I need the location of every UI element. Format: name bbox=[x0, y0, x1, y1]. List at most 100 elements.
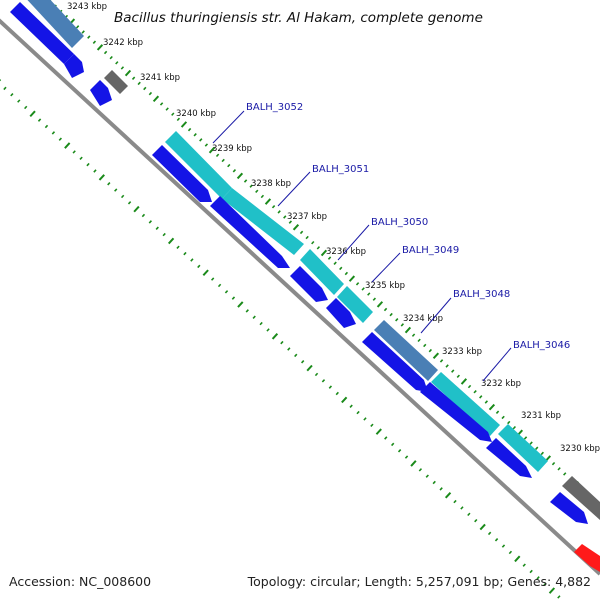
tick-mark bbox=[311, 240, 315, 245]
tick-mark bbox=[176, 117, 181, 122]
tick-mark bbox=[356, 410, 360, 415]
tick-mark bbox=[288, 220, 293, 224]
tick-mark bbox=[243, 179, 248, 183]
feature-bar-3243[interactable] bbox=[20, 0, 84, 48]
cds-arrow-4[interactable] bbox=[152, 145, 212, 202]
feature-bar-gray-3241[interactable] bbox=[104, 70, 128, 94]
feature-bar-3050[interactable] bbox=[300, 249, 344, 295]
tick-label: 3234 kbp bbox=[403, 314, 443, 324]
tick-mark bbox=[165, 107, 169, 111]
tick-mark bbox=[86, 162, 90, 167]
tick-mark bbox=[137, 81, 141, 86]
tick-label: 3237 kbp bbox=[287, 212, 327, 222]
tick-mark bbox=[439, 487, 443, 491]
feature-bar-3046[interactable] bbox=[498, 424, 548, 472]
tick-mark bbox=[536, 576, 540, 580]
tick-mark bbox=[227, 163, 231, 168]
tick-label: 3235 kbp bbox=[365, 281, 405, 291]
tick-mark bbox=[171, 112, 175, 116]
tick-mark bbox=[389, 312, 393, 317]
tick-mark bbox=[120, 194, 125, 199]
tick-mark bbox=[143, 86, 147, 91]
tick-mark bbox=[115, 61, 119, 65]
tick-mark bbox=[487, 531, 492, 536]
tick-mark bbox=[180, 121, 188, 128]
tick-mark bbox=[529, 441, 533, 445]
tick-label: 3239 kbp bbox=[212, 144, 252, 154]
tick-mark bbox=[152, 95, 160, 103]
tick-mark bbox=[432, 352, 440, 360]
tick-mark bbox=[271, 333, 279, 340]
tick-mark bbox=[418, 468, 423, 472]
cds-arrow-2[interactable] bbox=[64, 54, 84, 78]
tick-mark bbox=[523, 436, 528, 440]
tick-mark bbox=[29, 110, 36, 118]
feature-bar-3047[interactable] bbox=[431, 372, 500, 436]
feature-bar-3051[interactable] bbox=[222, 188, 304, 255]
tick-mark bbox=[535, 446, 539, 450]
tick-mark bbox=[400, 323, 405, 327]
tick-mark bbox=[148, 91, 153, 96]
tick-mark bbox=[124, 69, 132, 77]
tick-mark bbox=[264, 198, 272, 205]
tick-mark bbox=[361, 287, 365, 291]
tick-mark bbox=[266, 328, 270, 332]
tick-label: 3232 kbp bbox=[481, 379, 521, 389]
tick-mark bbox=[512, 425, 516, 430]
tick-mark bbox=[232, 169, 237, 173]
gene-label-balh-3046[interactable]: BALH_3046 bbox=[513, 340, 570, 351]
feature-bar-3049[interactable] bbox=[337, 286, 373, 323]
cds-arrow-9[interactable] bbox=[420, 382, 492, 442]
tick-label: 3241 kbp bbox=[140, 73, 180, 83]
tick-mark bbox=[341, 396, 348, 404]
leader-line bbox=[482, 347, 512, 382]
tick-mark bbox=[444, 491, 452, 499]
tick-mark bbox=[375, 428, 382, 435]
cds-arrow-6[interactable] bbox=[290, 266, 328, 302]
tick-mark bbox=[280, 340, 284, 345]
tick-mark bbox=[473, 389, 477, 394]
tick-mark bbox=[320, 249, 328, 257]
gene-label-balh-3048[interactable]: BALH_3048 bbox=[453, 289, 510, 300]
tick-mark bbox=[306, 364, 313, 372]
tick-mark bbox=[259, 321, 263, 326]
tick-mark bbox=[217, 283, 222, 288]
tick-mark bbox=[563, 472, 567, 476]
tick-mark bbox=[411, 333, 416, 337]
tick-mark bbox=[467, 384, 472, 389]
gene-label-leaders bbox=[212, 110, 512, 382]
tick-mark bbox=[404, 326, 412, 334]
gene-label-balh-3051[interactable]: BALH_3051 bbox=[312, 164, 369, 175]
tick-mark bbox=[501, 415, 505, 420]
tick-mark bbox=[484, 400, 488, 404]
tick-mark bbox=[131, 76, 136, 80]
tick-mark bbox=[370, 423, 374, 428]
tick-mark bbox=[92, 40, 97, 44]
gene-label-balh-3050[interactable]: BALH_3050 bbox=[371, 217, 428, 228]
feature-bar-3048[interactable] bbox=[374, 320, 438, 381]
tick-mark bbox=[397, 449, 402, 453]
tick-mark bbox=[58, 137, 62, 141]
gene-label-balh-3052[interactable]: BALH_3052 bbox=[246, 102, 303, 113]
tick-mark bbox=[190, 258, 194, 262]
feature-bar-gray-3230[interactable] bbox=[562, 476, 600, 520]
cds-arrow-red[interactable] bbox=[574, 544, 600, 572]
cds-arrow-10[interactable] bbox=[486, 438, 532, 478]
cds-arrow-8[interactable] bbox=[362, 332, 428, 392]
tick-mark bbox=[237, 301, 244, 308]
gene-label-balh-3049[interactable]: BALH_3049 bbox=[402, 245, 459, 256]
cds-arrow-1[interactable] bbox=[10, 2, 74, 64]
feature-bar-3052[interactable] bbox=[165, 131, 232, 199]
tick-mark bbox=[24, 105, 28, 110]
cds-arrow-5[interactable] bbox=[210, 196, 290, 268]
cds-arrow-11[interactable] bbox=[550, 492, 588, 524]
cds-arrow-3[interactable] bbox=[90, 80, 112, 106]
tick-mark bbox=[141, 213, 146, 218]
tick-mark bbox=[114, 188, 118, 192]
tick-mark bbox=[260, 194, 265, 199]
cds-arrow-7[interactable] bbox=[326, 298, 356, 328]
tick-mark bbox=[453, 499, 457, 504]
tick-mark bbox=[283, 215, 287, 219]
accession-text: Accession: NC_008600 bbox=[9, 574, 151, 589]
tick-mark bbox=[120, 66, 125, 70]
